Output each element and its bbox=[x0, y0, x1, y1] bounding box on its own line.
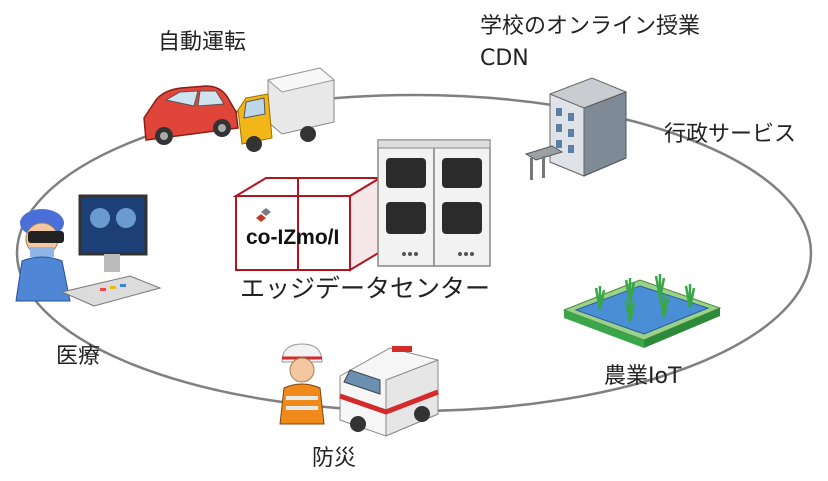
label-disaster: 防災 bbox=[312, 446, 357, 471]
monitor-icon bbox=[60, 194, 162, 307]
logo-diamond-icon bbox=[256, 208, 271, 222]
label-autonomous-driving: 自動運転 bbox=[158, 30, 247, 55]
rice-paddy-icon bbox=[562, 274, 722, 348]
label-agriculture: 農業IoT bbox=[604, 364, 682, 389]
label-cdn: CDN bbox=[480, 46, 529, 71]
surgeon-icon bbox=[15, 209, 71, 302]
label-government: 行政サービス bbox=[664, 122, 797, 147]
label-edge-datacenter: エッジデータセンター bbox=[240, 274, 491, 303]
car-icon bbox=[143, 85, 239, 145]
label-medical: 医療 bbox=[56, 344, 101, 369]
school-building-icon bbox=[524, 77, 627, 180]
ambulance-icon bbox=[339, 346, 439, 437]
rescue-worker-icon bbox=[279, 343, 325, 425]
edge-container-icon bbox=[232, 176, 384, 272]
server-rack-icon bbox=[377, 139, 491, 267]
label-online-class: 学校のオンライン授業 bbox=[480, 14, 701, 39]
truck-icon bbox=[237, 67, 336, 152]
